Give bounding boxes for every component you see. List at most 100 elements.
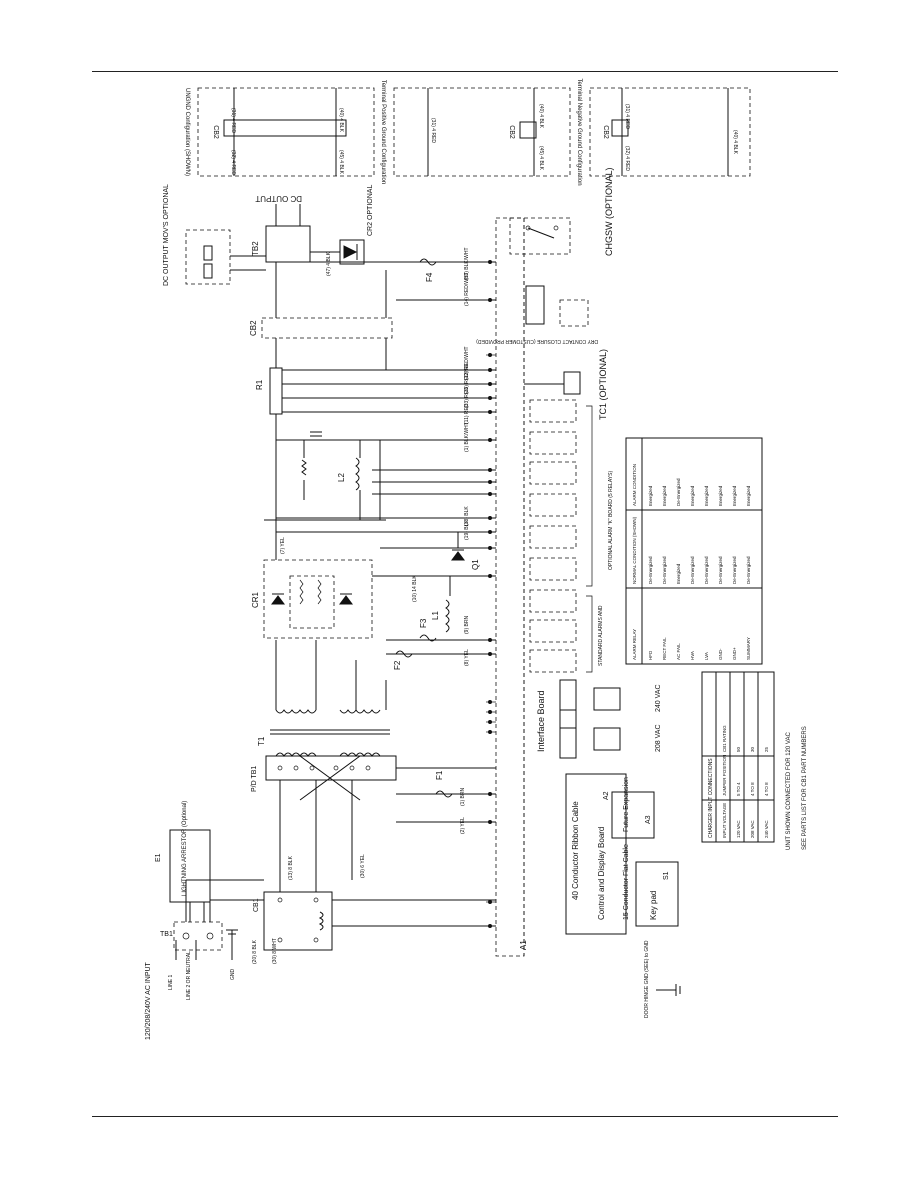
- wire-label: (31) 4 RED: [230, 108, 236, 133]
- alarm-table-cell: De-Energized: [746, 556, 751, 584]
- wire-label: (12) RED/WHT: [464, 346, 470, 380]
- rectifier-cr1: CR1 (7) YEL: [251, 519, 496, 639]
- arrestor-label: LIGHTNING ARRESTOR (Optional): [182, 801, 188, 896]
- wire-label: (40) 4 BLK: [538, 104, 544, 129]
- alarm-table-cell: Energized: [718, 485, 723, 506]
- control-board-label: Control and Display Board: [597, 827, 606, 920]
- table-cell: 25: [764, 746, 769, 752]
- filter-l2: L2 (1) BLK/WHT: [301, 422, 496, 520]
- th-input-voltage: INPUT VOLTAGE: [722, 803, 727, 838]
- table-cell: 4 TO 8: [764, 782, 769, 796]
- wire-label: (2) YEL: [460, 817, 466, 834]
- wire-label: (33) RED: [464, 387, 470, 408]
- config-label-pos: Terminal Positive Ground Configuration: [380, 80, 386, 184]
- tb1-block: [173, 921, 223, 951]
- tc1-label: TC1 (OPTIONAL): [598, 349, 608, 420]
- wire-label: (45) 4 BLK: [338, 150, 344, 175]
- wire-label: (30) 6 YEL: [360, 854, 366, 878]
- alarm-table-cell: De-Energized: [676, 478, 681, 506]
- dc-movs-label: DC OUTPUT MOV'S OPTIONAL: [163, 184, 170, 286]
- bottom-rule: [92, 1116, 838, 1117]
- wire-label: (30) 8 WHT: [272, 938, 278, 964]
- choke-l1: L1: [431, 576, 451, 633]
- flat-cable-label: 15 Conductor Flat Cable: [623, 844, 630, 920]
- config-cb-pos: CB2: [508, 125, 515, 139]
- alarm-table-cell: De-Energized: [704, 556, 709, 584]
- l1-label: L1: [431, 611, 440, 620]
- dry-contact-label: DRY CONTACT CLOSURE (CUSTOMER PROVIDED): [476, 338, 598, 344]
- th-jumper-position: JUMPER POSITION: [722, 755, 727, 796]
- config-cb-ungnd: CB2: [212, 125, 219, 139]
- wire-label: (31) 4 RED: [430, 118, 436, 143]
- dry-contact: DRY CONTACT CLOSURE (CUSTOMER PROVIDED): [476, 285, 598, 344]
- alarm-table-cell: Energized: [746, 485, 751, 506]
- alarm-table-cell: Energized: [704, 485, 709, 506]
- tb2-dc-output: TB2 DC OUTPUT: [251, 194, 496, 270]
- unit-shown-label: UNIT SHOWN CONNECTED FOR 120 VAC: [786, 732, 792, 850]
- dc-bus: (18) BLK (19) BLK: [275, 439, 496, 549]
- table-cell: 30: [750, 746, 755, 752]
- cb2-label: CB2: [249, 320, 258, 336]
- th-alarm-relay: ALARM RELAY: [632, 629, 637, 660]
- q1-label: Q1: [471, 559, 480, 570]
- charger-input-table: CHARGER INPUT CONNECTIONS INPUT VOLTAGE …: [701, 671, 808, 850]
- wire-label: (1) BRN: [460, 788, 466, 806]
- wire-label: (19) BLK: [464, 520, 470, 540]
- table-cell: 208 VAC: [750, 820, 755, 838]
- v240-label: 240 VAC: [655, 685, 662, 713]
- alarm-table-cell: Energized: [690, 485, 695, 506]
- alarm-table-cell: LVA: [704, 652, 709, 660]
- wire-label: (40) 4 BLK: [338, 108, 344, 133]
- dc-output-label: DC OUTPUT: [255, 194, 302, 203]
- wire-label: (14) RED/WHT: [464, 272, 470, 306]
- cr2-label: CR2 OPTIONAL: [367, 185, 374, 236]
- keypad-label: Key pad: [649, 891, 658, 920]
- alarm-table-cell: Energized: [648, 485, 653, 506]
- t1-label: T1: [257, 736, 266, 746]
- optional-alarm-label: OPTIONAL ALARM "K" BOARD (5 RELAYS): [608, 471, 614, 570]
- table-cell: 50: [736, 746, 741, 752]
- a1-label: A1: [519, 940, 528, 950]
- temp-comp-tc1: TC1 (OPTIONAL): [524, 349, 608, 420]
- table-cell: 4 TO 8: [750, 782, 755, 796]
- wire-label: (9) BRN: [464, 616, 470, 634]
- wire-label: (32) 4 RED: [624, 146, 630, 171]
- ac-input-label: 120/208/240V AC INPUT: [145, 961, 152, 1040]
- wire-label: (47) 4 BLK: [326, 251, 332, 276]
- cr1-label: CR1: [251, 591, 260, 608]
- cb2-breaker: CB2: [249, 270, 393, 370]
- table-cell: 120 VAC: [736, 820, 741, 838]
- alarm-table-cell: De-Energized: [662, 556, 667, 584]
- th-cb1-rating: CB1 RATING: [722, 725, 727, 752]
- line2-label: LINE 2 OR NEUTRAL: [186, 951, 192, 1000]
- alarm-relay-contacts: OPTIONAL ALARM "K" BOARD (5 RELAYS) STAN…: [529, 399, 614, 673]
- lightning-arrestor: E1 LIGHTNING ARRESTOR (Optional): [155, 801, 211, 922]
- l2-label: L2: [337, 473, 346, 482]
- f4-label: F4: [425, 272, 434, 282]
- interface-board-boundary: [495, 217, 525, 957]
- future-label: Future Expansion: [623, 777, 630, 832]
- th-alarm: ALARM CONDITION: [632, 464, 637, 506]
- r1-label: R1: [255, 379, 264, 390]
- v208-label: 208 VAC: [655, 725, 662, 753]
- wire-label: (18) BLK: [464, 506, 470, 526]
- fuse-f1: F1: [435, 770, 453, 798]
- alarm-table-cell: SUMMARY: [746, 637, 751, 660]
- gnd-label: GND: [230, 969, 236, 981]
- alarm-table-cell: AC FAIL: [676, 643, 681, 660]
- fuse-f4: F4 (13) BLK/WHT (14) RED/WHT: [396, 247, 496, 306]
- wire-label: (13) BLK/WHT: [464, 247, 470, 280]
- pd-tb1-label: P/D TB1: [251, 766, 258, 792]
- a2-label: A2: [603, 791, 610, 800]
- interface-terminals: [486, 260, 496, 928]
- f3-label: F3: [419, 618, 428, 628]
- line1-label: LINE 1: [168, 974, 174, 990]
- parts-note-label: SEE PARTS LIST FOR CB1 PART NUMBERS: [802, 726, 808, 850]
- s1-label: S1: [663, 871, 670, 880]
- wire-label: (32) 4 RED: [230, 150, 236, 175]
- chgsw-option: CHGSW (OPTIONAL): [509, 167, 614, 256]
- alarm-table-cell: De-Energized: [732, 556, 737, 584]
- config-label-ungnd: UNGND Configuration (SHOWN): [184, 88, 190, 176]
- a3-label: A3: [645, 815, 652, 824]
